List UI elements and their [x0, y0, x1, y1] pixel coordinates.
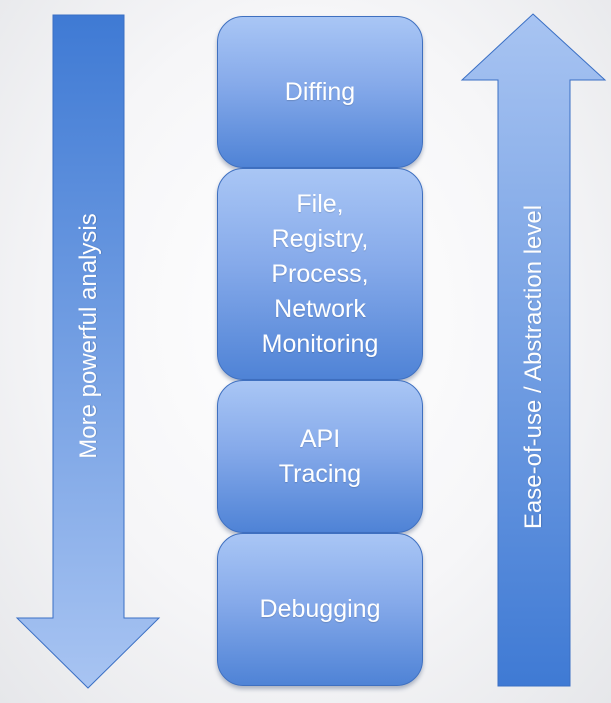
monitoring-box: File, Registry, Process, Network Monitor… [217, 168, 423, 380]
debugging-box: Debugging [217, 533, 423, 686]
ease-of-use-label: Ease-of-use / Abstraction level [520, 204, 547, 530]
down-arrow [15, 14, 161, 689]
debugging-label: Debugging [259, 595, 381, 623]
diffing-box: Diffing [217, 16, 423, 168]
diffing-label: Diffing [284, 77, 356, 106]
monitoring-label: File, Registry, Process, Network Monitor… [261, 189, 379, 358]
up-arrow [460, 13, 607, 687]
api-tracing-label: API Tracing [278, 424, 362, 488]
api-tracing-box: API Tracing [217, 380, 423, 533]
more-powerful-analysis-label: More powerful analysis [75, 213, 102, 459]
